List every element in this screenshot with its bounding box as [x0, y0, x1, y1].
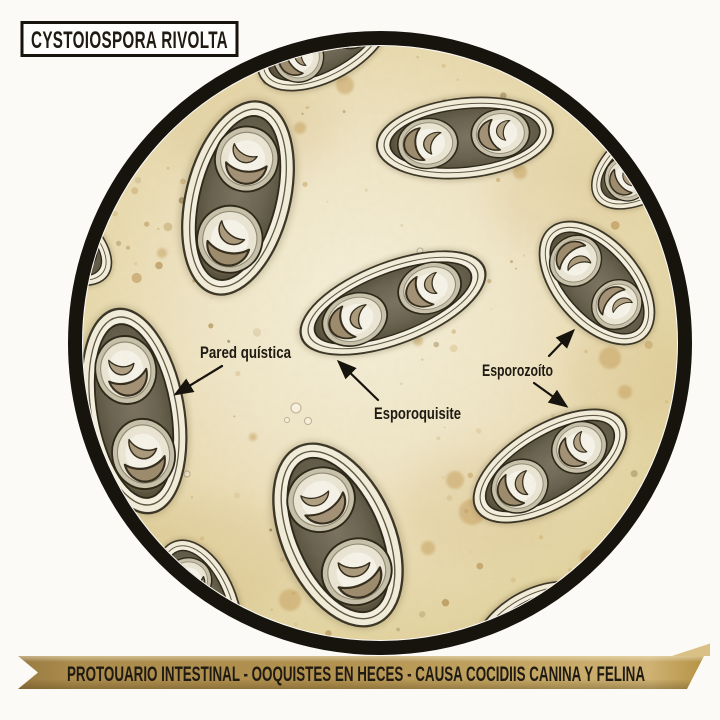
annotation-arrows: [173, 328, 576, 408]
page-title: CYSTOIOSPORA RIVOLTA: [31, 27, 228, 54]
label-pared-quistica: Pared quística: [200, 343, 291, 362]
annotation-arrow: [336, 359, 380, 402]
annotation-arrow: [547, 328, 576, 358]
ribbon-fold: [672, 643, 710, 656]
microscope-ring: [68, 31, 692, 655]
banner-caption: PROTOUARIO INTESTINAL - OOQUISTES EN HEC…: [67, 663, 645, 686]
label-esporozoito: Esporozoíto: [482, 361, 553, 380]
paper-grain: [83, 46, 677, 640]
annotation-arrow: [173, 364, 224, 396]
banner-ribbon: PROTOUARIO INTESTINAL - OOQUISTES EN HEC…: [18, 643, 710, 689]
label-esporoquisite: Esporoquisite: [374, 404, 461, 423]
title-box: CYSTOIOSPORA RIVOLTA: [20, 21, 239, 57]
annotation-arrow: [532, 381, 569, 408]
